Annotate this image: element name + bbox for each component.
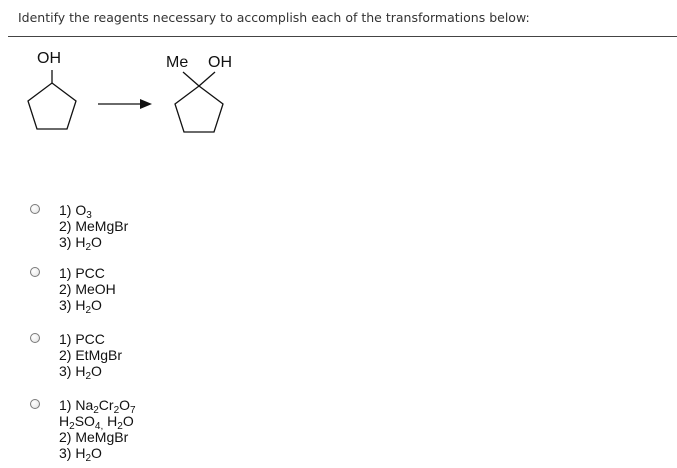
product-oh-label: OH bbox=[208, 54, 232, 71]
reactant-oh-label: OH bbox=[37, 50, 61, 67]
product-me-label: Me bbox=[166, 54, 189, 71]
question-prompt: Identify the reagents necessary to accom… bbox=[18, 10, 530, 25]
reagent-line: 1) PCC bbox=[59, 265, 105, 281]
reagent-line: 3) H2O bbox=[59, 234, 102, 253]
option-3-radio[interactable] bbox=[30, 333, 40, 343]
reaction-structures bbox=[27, 70, 224, 133]
option-2-radio[interactable] bbox=[30, 267, 40, 277]
reagent-line: 2) MeMgBr bbox=[59, 218, 129, 234]
reagent-line: 2) EtMgBr bbox=[59, 347, 123, 363]
reactant-cyclopentane-ring bbox=[27, 70, 77, 130]
reagent-line: H2SO4, H2O bbox=[59, 413, 134, 432]
option-1-radio[interactable] bbox=[30, 204, 40, 214]
reagent-line: 3) H2O bbox=[59, 297, 102, 316]
product-cyclopentane-ring bbox=[174, 71, 224, 133]
reagent-line: 1) O3 bbox=[59, 202, 92, 221]
reaction-arrow bbox=[98, 99, 152, 109]
reagent-line: 2) MeMgBr bbox=[59, 429, 129, 445]
reagent-line: 1) Na2Cr2O7 bbox=[59, 397, 136, 416]
reagent-line: 1) PCC bbox=[59, 331, 105, 347]
option-4-radio[interactable] bbox=[30, 399, 40, 409]
reagent-line: 2) MeOH bbox=[59, 281, 116, 297]
reagent-line: 3) H2O bbox=[59, 445, 102, 464]
header-divider bbox=[8, 36, 677, 37]
reagent-line: 3) H2O bbox=[59, 363, 102, 382]
